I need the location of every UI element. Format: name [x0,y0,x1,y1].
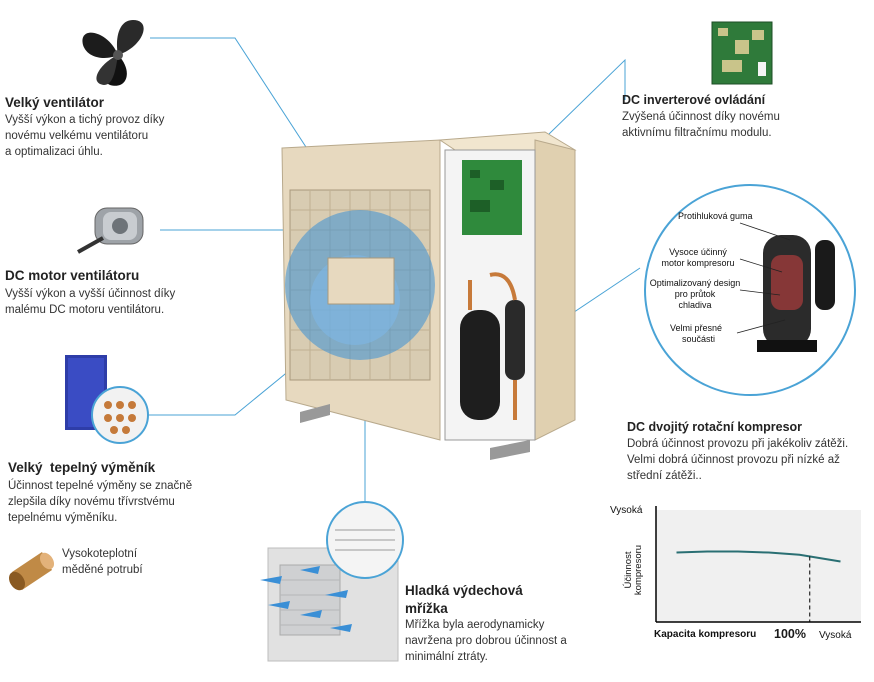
x-right-label: Vysoká [819,630,852,641]
x-axis-label: Kapacita kompresoru [654,629,757,640]
fan-title: Velký ventilátor [5,95,105,110]
rotary-title: DC dvojitý rotační kompresor [627,420,803,434]
x-marker-label: 100% [774,627,806,641]
motor-title: DC motor ventilátoru [5,268,140,283]
inverter-title: DC inverterové ovládání [622,93,766,107]
callout-antinoise-rubber: Protihluková guma [678,211,753,221]
efficiency-chart-svg [655,506,861,623]
efficiency-curve-0 [676,550,841,563]
y-top-label: Vysoká [610,505,643,516]
exchanger-title: Velký tepelný výměník [8,460,156,475]
plot-area [656,510,861,622]
rotary-description: Dobrá účinnost provozu při jakékoliv zát… [627,438,849,482]
